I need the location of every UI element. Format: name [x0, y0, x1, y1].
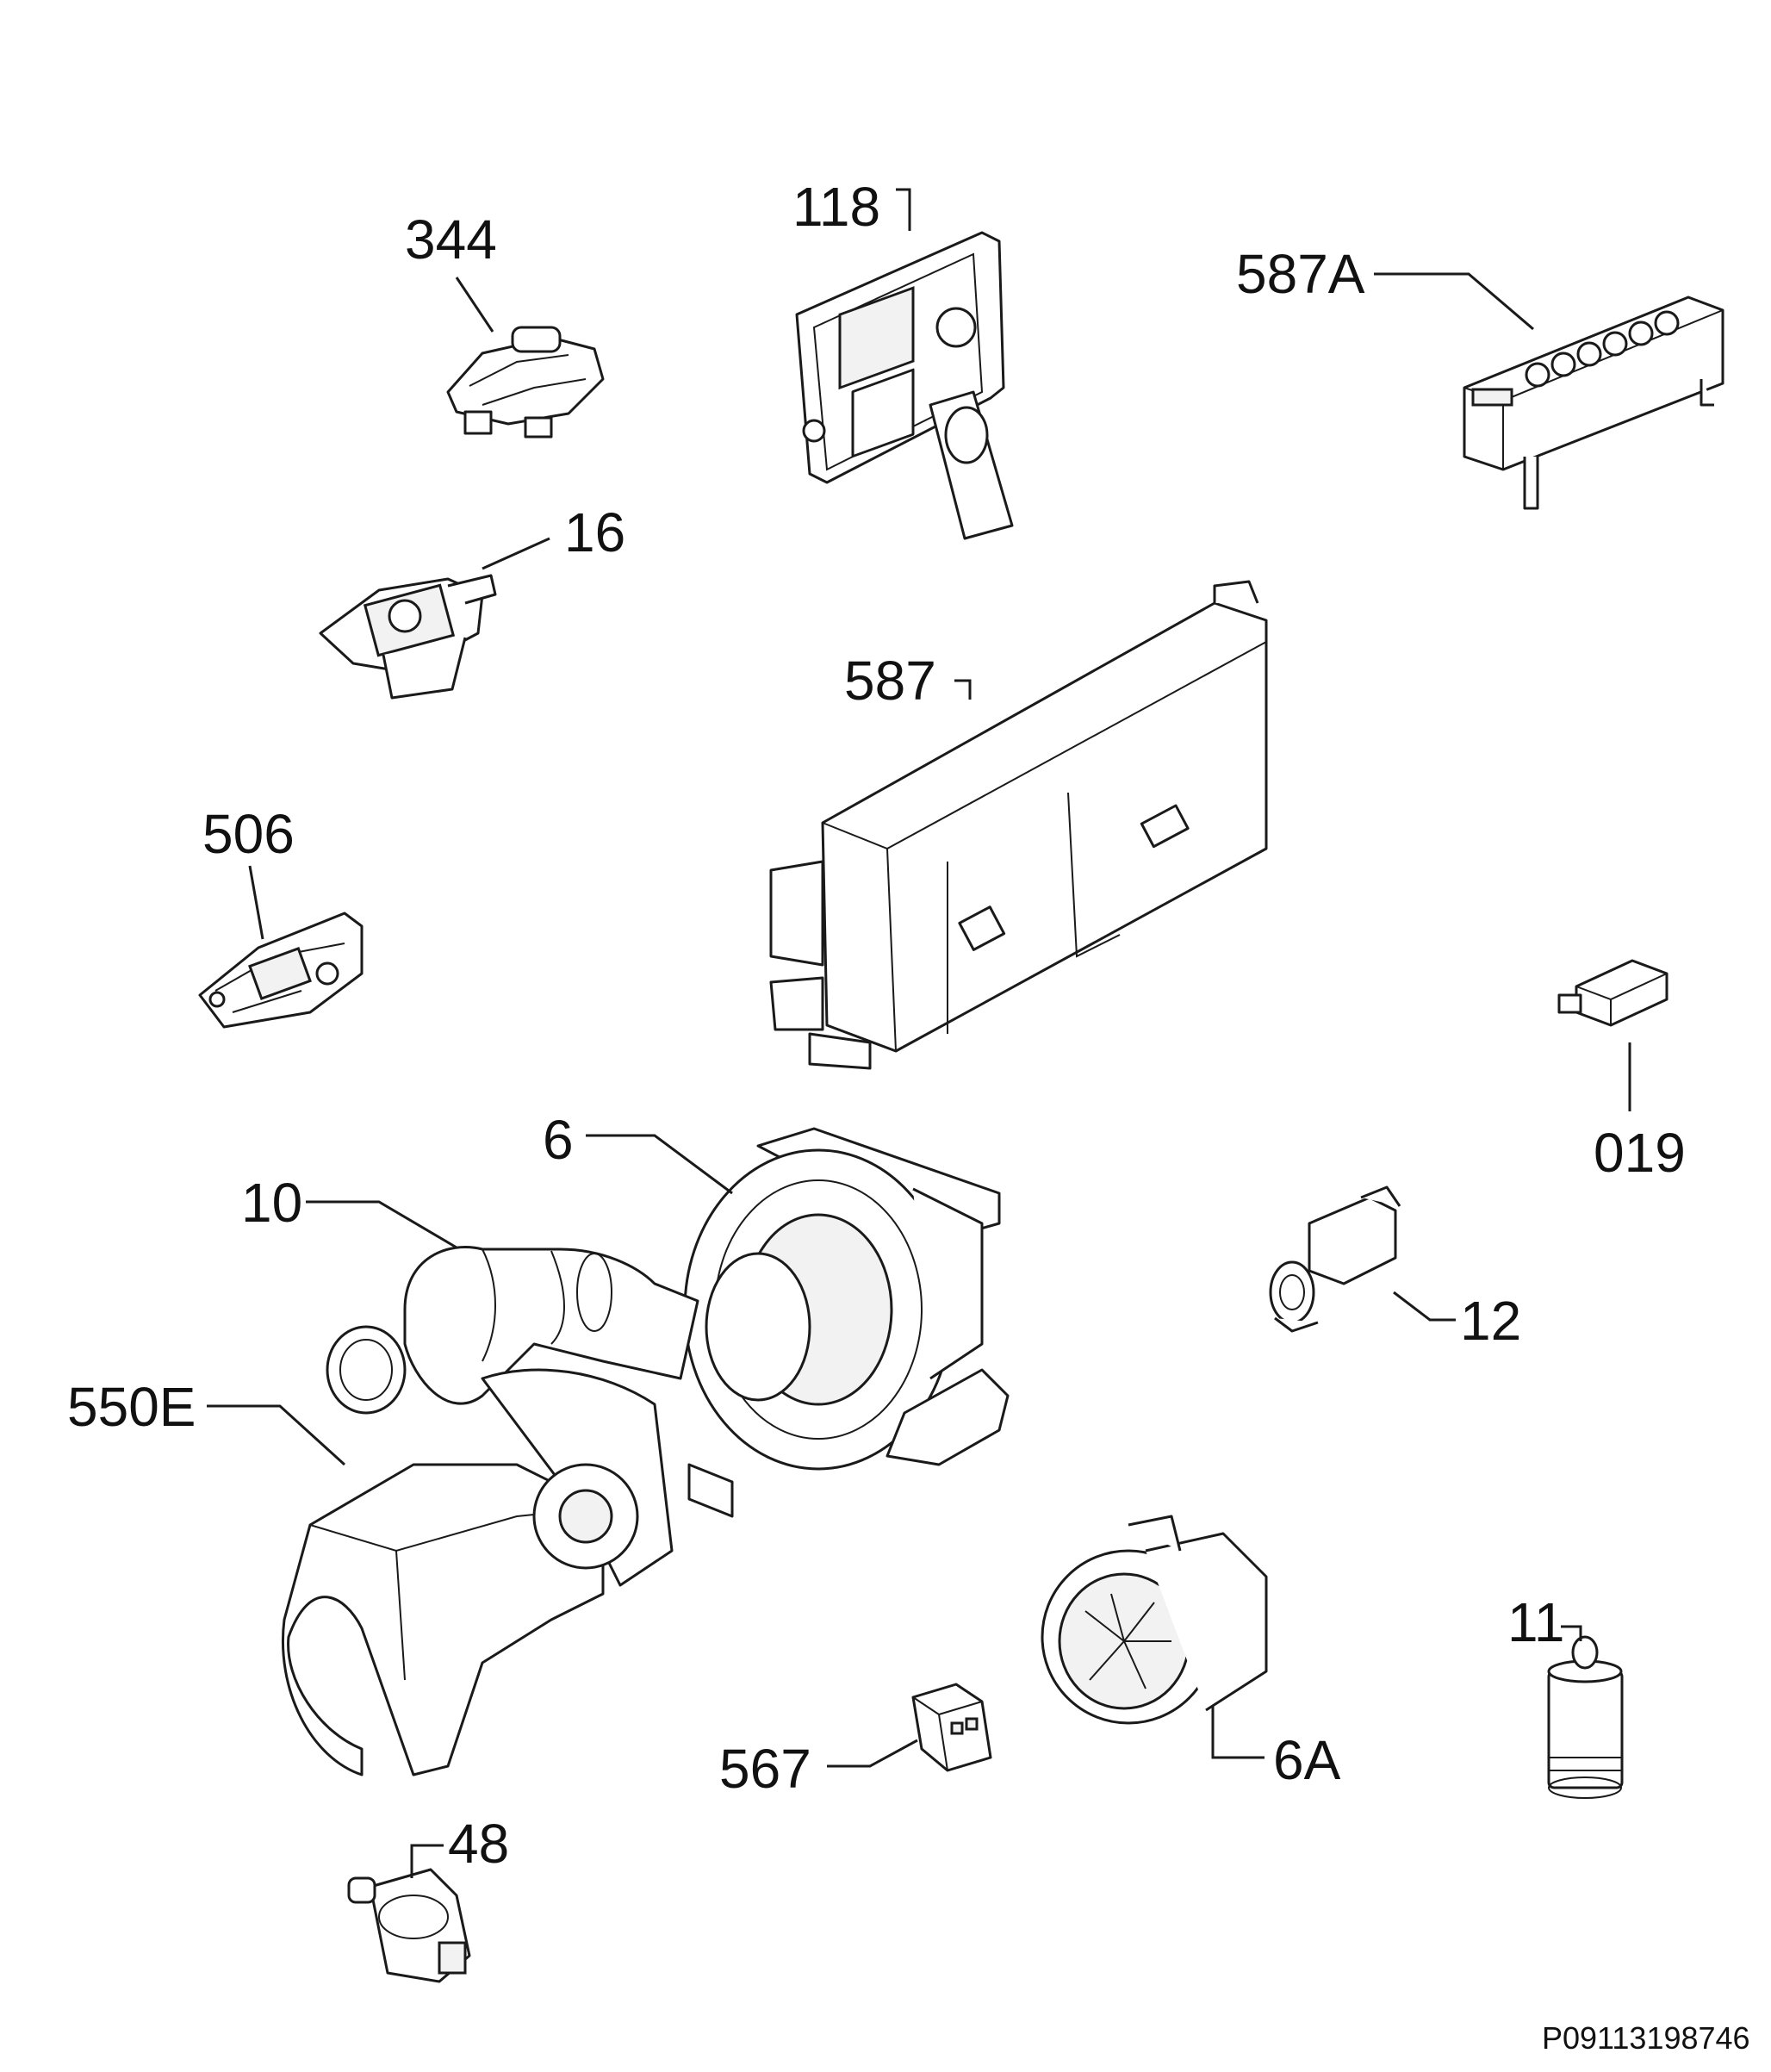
leader-587A	[1374, 272, 1534, 331]
label-10: 10	[241, 1172, 302, 1234]
leader-6	[586, 1134, 733, 1195]
leader-12	[1393, 1291, 1456, 1322]
label-567: 567	[719, 1738, 811, 1800]
label-12: 12	[1460, 1290, 1521, 1352]
main-electronic-board-icon	[769, 580, 1268, 1070]
dispenser-latch-icon	[446, 326, 605, 439]
label-587A: 587A	[1236, 243, 1365, 305]
part-12[interactable]: 12	[1269, 1185, 1521, 1352]
leader-118	[896, 188, 911, 231]
part-550E[interactable]: 550E	[67, 1368, 734, 1776]
label-019: 019	[1594, 1122, 1686, 1184]
leader-506	[248, 865, 264, 940]
door-switch-icon	[198, 912, 364, 1029]
door-lock-icon	[319, 574, 497, 700]
part-48[interactable]: 48	[347, 1813, 509, 1983]
pump-housing-icon	[282, 1368, 734, 1776]
label-48: 48	[448, 1813, 509, 1875]
label-6: 6	[543, 1109, 574, 1171]
part-587A[interactable]: 587A	[1236, 243, 1724, 510]
part-506[interactable]: 506	[198, 803, 364, 1029]
leader-587	[954, 679, 972, 700]
part-019[interactable]: 019	[1557, 959, 1686, 1184]
leader-10	[306, 1200, 457, 1249]
label-344: 344	[405, 208, 497, 271]
capacitor-icon	[1547, 1635, 1624, 1799]
part-344[interactable]: 344	[405, 208, 605, 439]
leader-48	[410, 1844, 444, 1878]
leader-6A	[1211, 1706, 1265, 1759]
label-16: 16	[564, 501, 625, 563]
label-6A: 6A	[1273, 1729, 1341, 1791]
pump-hose-icon	[326, 1246, 699, 1415]
detergent-dispenser-icon	[795, 231, 1014, 540]
drain-pump-icon	[1041, 1515, 1268, 1725]
leader-550E	[207, 1404, 346, 1466]
circulation-pump-heater-icon	[683, 1127, 1010, 1471]
document-id: P09113198746	[1542, 2020, 1750, 2056]
part-587[interactable]: 587	[769, 580, 1268, 1070]
water-valve-icon	[1269, 1185, 1401, 1333]
part-118[interactable]: 118	[792, 176, 1014, 540]
label-118: 118	[792, 176, 880, 238]
part-16[interactable]: 16	[319, 501, 625, 700]
part-567[interactable]: 567	[719, 1683, 992, 1800]
part-10[interactable]: 10	[241, 1172, 699, 1415]
control-panel-board-icon	[1463, 296, 1724, 510]
label-587: 587	[844, 650, 936, 712]
leader-16	[482, 537, 550, 570]
part-6A[interactable]: 6A	[1041, 1515, 1341, 1791]
leader-11	[1561, 1625, 1582, 1641]
pressure-sensor-icon	[347, 1868, 471, 1983]
leader-567	[827, 1739, 918, 1768]
label-506: 506	[202, 803, 295, 865]
part-11[interactable]: 11	[1507, 1591, 1624, 1799]
label-11: 11	[1507, 1591, 1564, 1653]
connector-icon	[1557, 959, 1668, 1027]
leader-344	[455, 277, 494, 333]
label-550E: 550E	[67, 1376, 196, 1438]
terminal-block-icon	[911, 1683, 992, 1772]
